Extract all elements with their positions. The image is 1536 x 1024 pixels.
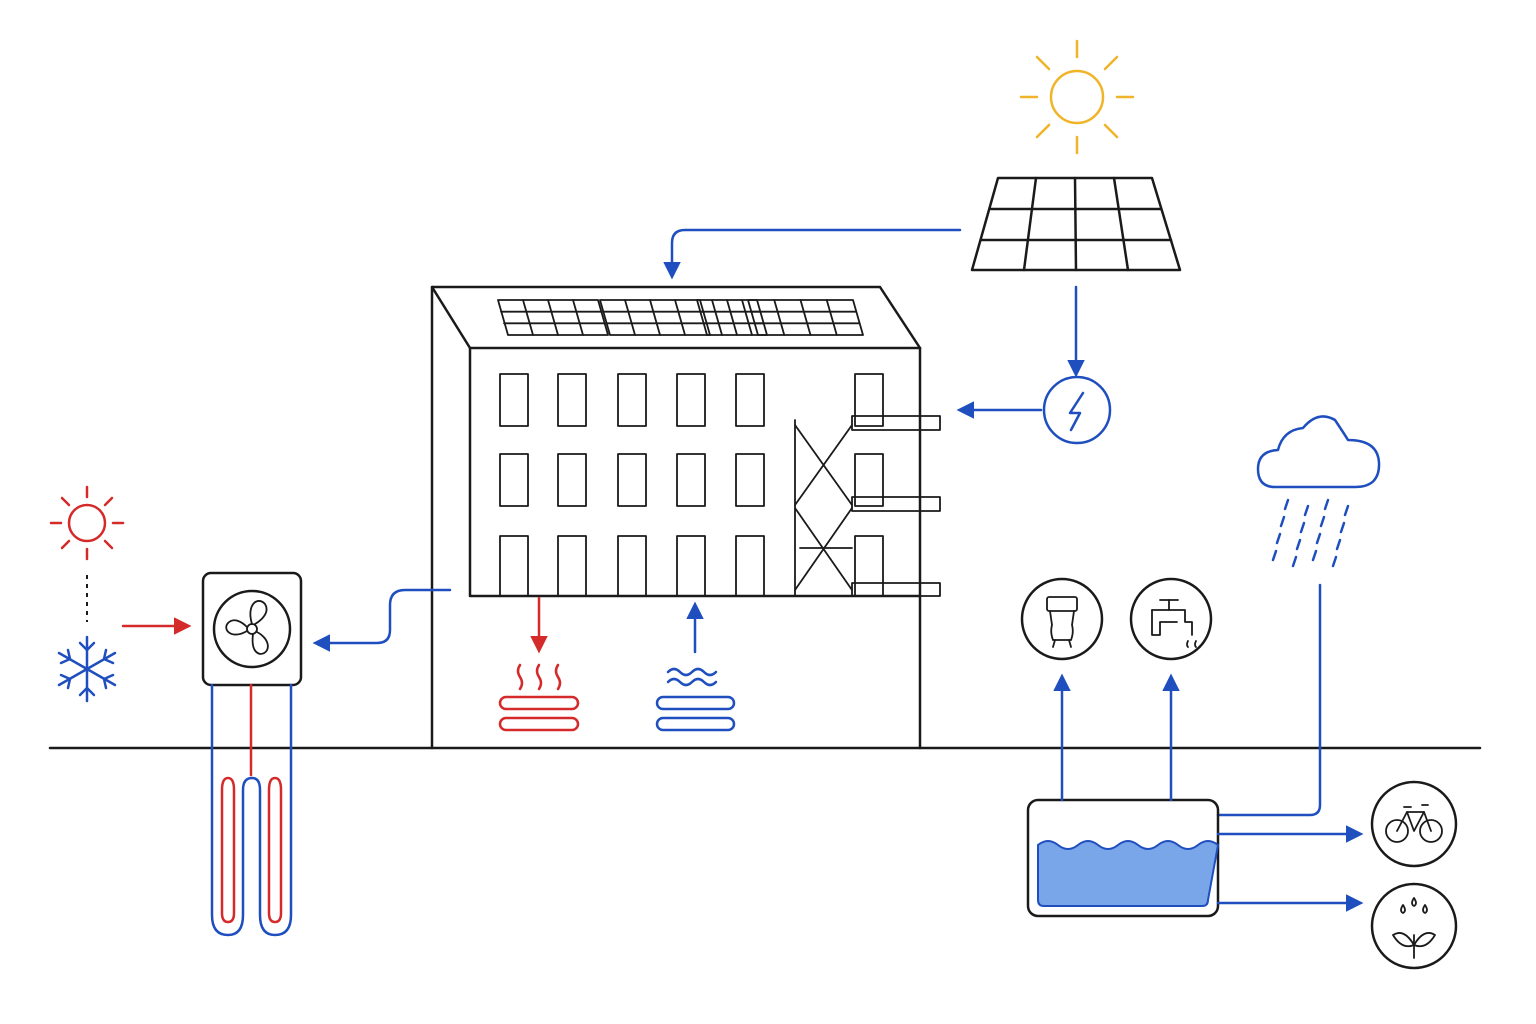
roof-panel-grid-line <box>825 299 838 336</box>
building-window <box>557 453 587 507</box>
building-window <box>499 373 529 427</box>
raindrop <box>1275 532 1282 545</box>
roof-panel-grid-line <box>624 299 636 336</box>
rain-cloud-icon <box>1256 415 1381 568</box>
raindrop <box>1299 521 1306 534</box>
roof-panel-grid-line <box>741 299 753 336</box>
building-window <box>499 535 529 597</box>
water-tap-icon <box>1129 577 1213 661</box>
building-window <box>557 535 587 597</box>
building-window <box>617 373 647 427</box>
roof-panel-grid-line <box>711 299 723 336</box>
arrow-solar-to-roof <box>663 228 962 280</box>
floor-cooling-icon <box>655 667 736 732</box>
raindrop <box>1303 504 1310 517</box>
building-window <box>854 373 884 427</box>
raindrop <box>1271 549 1278 562</box>
balconies-stairs <box>794 415 941 597</box>
snowflake-icon <box>57 635 117 703</box>
building-window <box>676 453 706 507</box>
raindrop <box>1323 498 1330 511</box>
roof-panel-grid-line <box>674 299 686 336</box>
roof-panel-grid-line <box>773 299 786 336</box>
raindrop <box>1311 549 1318 562</box>
building-window <box>854 453 884 507</box>
solar-panel-icon <box>970 176 1182 272</box>
building-window <box>617 535 647 597</box>
apartment-building-icon <box>430 285 941 750</box>
building-windows <box>499 373 884 597</box>
sun-icon <box>1019 39 1135 155</box>
raindrop <box>1279 515 1286 528</box>
roof-panel-grid-line <box>547 299 559 336</box>
floor-heating-icon <box>498 663 580 732</box>
roof-panel-grid-line <box>799 299 812 336</box>
raindrop <box>1331 555 1338 568</box>
raindrop <box>1343 504 1350 517</box>
building-window <box>557 373 587 427</box>
building-window <box>617 453 647 507</box>
rainwater-tank-icon <box>1026 798 1220 918</box>
roof-panel-grid-line <box>649 299 661 336</box>
hot-sun-icon <box>49 485 125 561</box>
bicycle-icon <box>1370 780 1458 868</box>
rooftop-solar-panels-icon <box>497 299 864 336</box>
raindrop <box>1339 521 1346 534</box>
raindrop <box>1295 538 1302 551</box>
building-window <box>676 535 706 597</box>
building-window <box>735 535 765 597</box>
building-window <box>499 453 529 507</box>
electricity-bolt-icon <box>1042 375 1112 445</box>
raindrop <box>1335 538 1342 551</box>
roof-panel-grid-line <box>726 299 738 336</box>
building-window <box>735 373 765 427</box>
plant-watering-icon <box>1370 882 1458 970</box>
arrow-rain-to-tank <box>1216 583 1322 817</box>
raindrop <box>1319 515 1326 528</box>
building-window <box>854 535 884 597</box>
building-window <box>735 453 765 507</box>
arrow-building-to-heat-pump <box>312 588 452 652</box>
roof-panel-grid-line <box>572 299 584 336</box>
raindrop <box>1283 498 1290 511</box>
heat-pump-fan-icon <box>201 571 303 687</box>
roof-panel-grid-line <box>522 299 534 336</box>
raindrop <box>1291 555 1298 568</box>
raindrop <box>1315 532 1322 545</box>
geothermal-loop-icon <box>210 683 293 937</box>
toilet-icon <box>1020 577 1104 661</box>
building-window <box>676 373 706 427</box>
